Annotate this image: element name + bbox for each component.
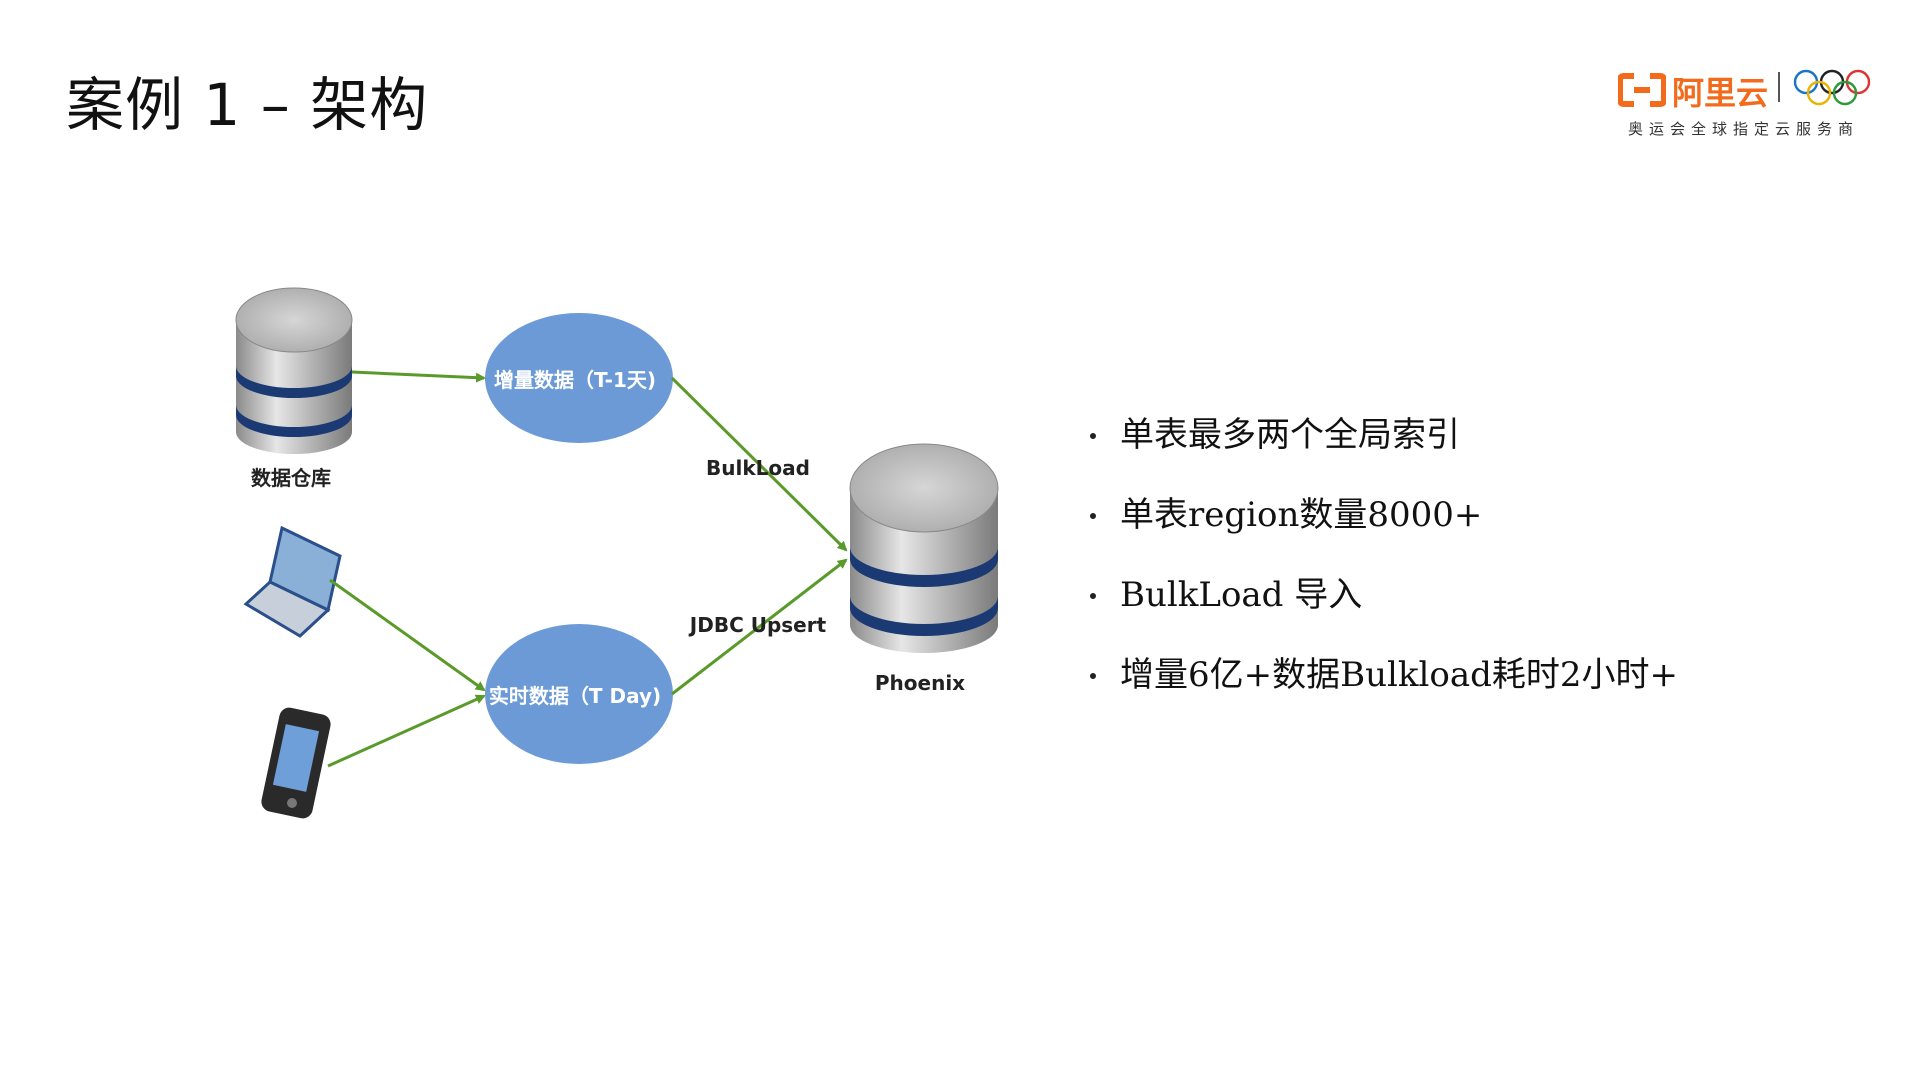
realtime-data-node xyxy=(485,624,673,764)
bullet-item: 单表region数量8000+ xyxy=(1080,485,1678,565)
bulkload-edge-label: BulkLoad xyxy=(706,456,810,480)
bullet-item: 单表最多两个全局索引 xyxy=(1080,405,1678,485)
bullet-dot xyxy=(1090,513,1096,519)
slide-title: 案例 1 – 架构 xyxy=(66,71,429,139)
bullet-text: 单表region数量8000+ xyxy=(1120,495,1483,535)
aliyun-olympic-logo: 阿里云 奥运会全球指定云服务商 xyxy=(1618,66,1880,146)
bullet-text: 增量6亿+数据Bulkload耗时2小时+ xyxy=(1120,655,1678,695)
aliyun-brand-icon xyxy=(1618,73,1666,107)
incremental-data-node xyxy=(485,313,673,443)
arrow-bulkload-to-phoenix xyxy=(670,376,848,552)
data-warehouse-database-icon xyxy=(235,287,353,454)
phoenix-database-icon xyxy=(849,443,999,653)
realtime-data-label: 实时数据（T Day) xyxy=(489,684,661,708)
jdbc-upsert-edge-label: JDBC Upsert xyxy=(688,613,827,637)
bullet-dot xyxy=(1090,673,1096,679)
smartphone-icon xyxy=(261,707,331,819)
arrow-phone-to-realtime xyxy=(327,694,486,768)
arrow-upsert-to-phoenix xyxy=(671,558,848,696)
bullet-dot xyxy=(1090,593,1096,599)
olympic-rings-icon xyxy=(1793,69,1871,106)
laptop-icon xyxy=(243,525,342,638)
arrow-laptop-to-realtime xyxy=(329,578,486,692)
data-warehouse-label: 数据仓库 xyxy=(251,466,331,490)
incremental-data-label: 增量数据（T-1天) xyxy=(494,368,656,392)
bullet-dot xyxy=(1090,433,1096,439)
bullet-text: BulkLoad 导入 xyxy=(1120,575,1363,615)
arrow-warehouse-to-incremental xyxy=(351,370,486,383)
logo-divider xyxy=(1778,72,1780,102)
bullet-list: 单表最多两个全局索引 单表region数量8000+ BulkLoad 导入 增… xyxy=(1080,405,1678,725)
bullet-item: BulkLoad 导入 xyxy=(1080,565,1678,645)
bullet-item: 增量6亿+数据Bulkload耗时2小时+ xyxy=(1080,645,1678,725)
phoenix-label: Phoenix xyxy=(875,671,965,695)
logo-tagline: 奥运会全球指定云服务商 xyxy=(1628,120,1860,138)
logo-brand-text: 阿里云 xyxy=(1672,74,1769,112)
bullet-text: 单表最多两个全局索引 xyxy=(1120,415,1460,455)
